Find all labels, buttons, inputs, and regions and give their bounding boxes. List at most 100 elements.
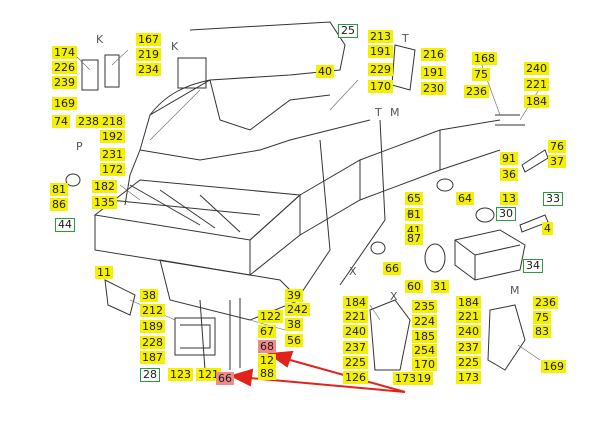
part-number-label: 135 — [92, 196, 117, 209]
part-number-label: 234 — [136, 63, 161, 76]
part-number-label: 184 — [524, 95, 549, 108]
part-number-label: 31 — [431, 280, 449, 293]
part-number-label: 236 — [464, 85, 489, 98]
view-letter: M — [390, 106, 400, 119]
part-number-label: 64 — [456, 192, 474, 205]
part-number-label: 221 — [456, 310, 481, 323]
highlighted-part-label: 66 — [216, 372, 234, 385]
part-number-label: 169 — [52, 97, 77, 110]
part-number-label: 67 — [258, 325, 276, 338]
part-number-label: 191 — [421, 66, 446, 79]
part-number-label: 65 — [405, 192, 423, 205]
part-number-label: 56 — [285, 334, 303, 347]
part-number-label: 184 — [343, 296, 368, 309]
part-number-label: 66 — [383, 262, 401, 275]
part-number-label: 86 — [50, 198, 68, 211]
part-number-label: 126 — [343, 371, 368, 384]
part-number-label: 216 — [421, 48, 446, 61]
part-number-label: 122 — [258, 310, 283, 323]
part-number-label: 61 — [405, 208, 423, 221]
part-number-label: 226 — [52, 61, 77, 74]
assembly-ref-label: 30 — [496, 207, 516, 221]
part-number-label: 254 — [412, 344, 437, 357]
view-letter: P — [76, 140, 83, 153]
part-number-label: 224 — [412, 315, 437, 328]
part-number-label: 225 — [343, 356, 368, 369]
part-number-label: 238 — [76, 115, 101, 128]
part-number-label: 168 — [472, 52, 497, 65]
part-number-label: 237 — [456, 341, 481, 354]
part-number-label: 228 — [140, 336, 165, 349]
part-number-label: 174 — [52, 46, 77, 59]
part-number-label: 11 — [95, 266, 113, 279]
part-number-label: 12 — [258, 354, 276, 367]
part-number-label: 213 — [368, 30, 393, 43]
view-letter: T — [402, 32, 409, 45]
part-number-label: 240 — [524, 62, 549, 75]
part-number-label: 191 — [368, 45, 393, 58]
part-number-label: 37 — [548, 155, 566, 168]
assembly-ref-label: 44 — [55, 218, 75, 232]
part-number-label: 38 — [285, 318, 303, 331]
part-number-label: 189 — [140, 320, 165, 333]
part-number-label: 229 — [368, 63, 393, 76]
view-letter: X — [349, 265, 357, 278]
part-number-label: 121 — [196, 368, 221, 381]
part-number-label: 219 — [136, 48, 161, 61]
part-number-label: 230 — [421, 82, 446, 95]
part-number-label: 38 — [140, 289, 158, 302]
view-letter: K — [96, 33, 104, 46]
part-number-label: 123 — [168, 368, 193, 381]
part-number-label: 235 — [412, 300, 437, 313]
part-number-label: 4 — [542, 222, 553, 235]
part-number-label: 172 — [100, 163, 125, 176]
part-number-label: 167 — [136, 33, 161, 46]
part-number-label: 236 — [533, 296, 558, 309]
part-number-label: 83 — [533, 325, 551, 338]
part-number-label: 36 — [500, 168, 518, 181]
view-letter: T — [375, 106, 382, 119]
part-number-label: 242 — [285, 303, 310, 316]
part-number-label: 221 — [343, 310, 368, 323]
part-number-label: 39 — [285, 289, 303, 302]
view-letter: M — [510, 284, 520, 297]
part-number-label: 40 — [316, 65, 334, 78]
assembly-ref-label: 34 — [523, 259, 543, 273]
frame-outline — [65, 21, 549, 371]
part-number-label: 192 — [100, 130, 125, 143]
part-number-label: 240 — [343, 325, 368, 338]
part-number-label: 87 — [405, 232, 423, 245]
part-number-label: 240 — [456, 325, 481, 338]
part-number-label: 225 — [456, 356, 481, 369]
highlighted-part-label: 68 — [258, 340, 276, 353]
part-number-label: 170 — [368, 80, 393, 93]
part-number-label: 91 — [500, 152, 518, 165]
view-letter: X — [390, 290, 398, 303]
part-number-label: 231 — [100, 148, 125, 161]
part-number-label: 13 — [500, 192, 518, 205]
part-number-label: 173 — [393, 372, 418, 385]
part-number-label: 76 — [548, 140, 566, 153]
part-number-label: 88 — [258, 367, 276, 380]
part-number-label: 184 — [456, 296, 481, 309]
view-letter: P — [407, 208, 414, 221]
part-number-label: 74 — [52, 115, 70, 128]
part-number-label: 221 — [524, 78, 549, 91]
view-letter: K — [171, 40, 179, 53]
assembly-ref-label: 25 — [338, 24, 358, 38]
part-number-label: 239 — [52, 76, 77, 89]
part-number-label: 60 — [405, 280, 423, 293]
assembly-ref-label: 28 — [140, 368, 160, 382]
part-number-label: 237 — [343, 341, 368, 354]
part-number-label: 187 — [140, 351, 165, 364]
part-number-label: 81 — [50, 183, 68, 196]
part-number-label: 75 — [533, 311, 551, 324]
part-number-label: 169 — [541, 360, 566, 373]
part-number-label: 170 — [412, 358, 437, 371]
part-number-label: 75 — [472, 68, 490, 81]
part-number-label: 19 — [415, 372, 433, 385]
part-number-label: 173 — [456, 371, 481, 384]
part-number-label: 218 — [100, 115, 125, 128]
assembly-ref-label: 33 — [543, 192, 563, 206]
